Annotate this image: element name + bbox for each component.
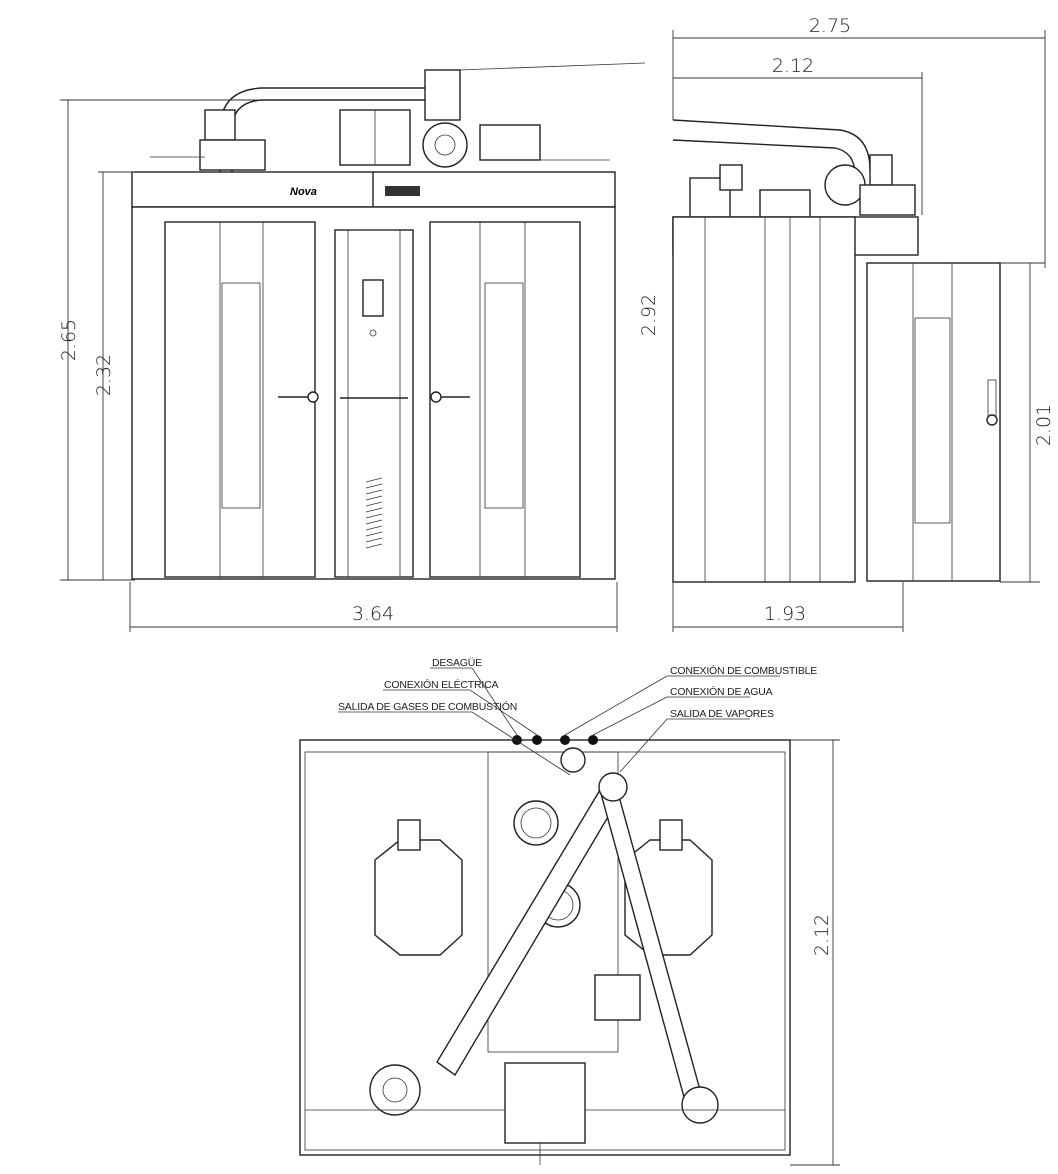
side-overall-width-dim: 2.75 — [809, 15, 851, 37]
duct-elbow — [424, 69, 461, 121]
top-view: DESAGÜE CONEXIÓN ELÉCTRICA SALIDA DE GAS… — [299, 657, 840, 1166]
side-upper-width-dim: 2.12 — [772, 55, 814, 77]
fuel-connection-point — [560, 735, 570, 745]
nameplate — [385, 186, 420, 196]
fuel-box — [504, 1062, 586, 1144]
callout-flue-gas: SALIDA DE GASES DE COMBUSTIÓN — [338, 700, 517, 713]
flue-base — [369, 1064, 421, 1116]
center-chamber — [487, 751, 619, 1053]
side-door-handle — [986, 414, 998, 426]
callout-electrical: CONEXIÓN ELÉCTRICA — [384, 678, 498, 691]
right-door-handle — [430, 391, 442, 403]
left-door-handle — [307, 391, 319, 403]
left-rack-motor — [374, 839, 463, 956]
left-door — [164, 221, 316, 578]
side-body — [672, 216, 856, 583]
top-depth-dim: 2.12 — [811, 914, 833, 956]
fan — [422, 122, 468, 168]
callout-vapor: SALIDA DE VAPORES — [670, 708, 774, 720]
side-door — [866, 262, 1001, 582]
motor-left — [204, 109, 236, 141]
door-height-dim: 2.01 — [1033, 404, 1055, 446]
front-total-height-dim: 2.65 — [58, 319, 80, 361]
side-body-width-dim: 1.93 — [764, 603, 806, 625]
water-connection-point — [588, 735, 598, 745]
front-body-height-dim: 2.32 — [93, 354, 115, 396]
electrical-connection-point — [532, 735, 542, 745]
control-display — [362, 279, 384, 317]
front-view: Nova 3.64 2.65 2.32 — [58, 62, 646, 632]
side-view: 2.75 2.12 1.93 2.92 2.01 — [638, 15, 1055, 632]
side-total-height-dim: 2.92 — [638, 294, 660, 336]
vapor-outlet — [598, 772, 628, 802]
brand-logo: Nova — [290, 186, 317, 198]
vent-grille — [365, 477, 383, 549]
burner-upper — [513, 800, 559, 846]
callout-fuel: CONEXIÓN DE COMBUSTIBLE — [670, 664, 817, 677]
callout-drain: DESAGÜE — [432, 657, 482, 669]
front-width-dim: 3.64 — [352, 603, 394, 625]
callout-water: CONEXIÓN DE AGUA — [670, 685, 773, 698]
right-door — [429, 221, 581, 578]
